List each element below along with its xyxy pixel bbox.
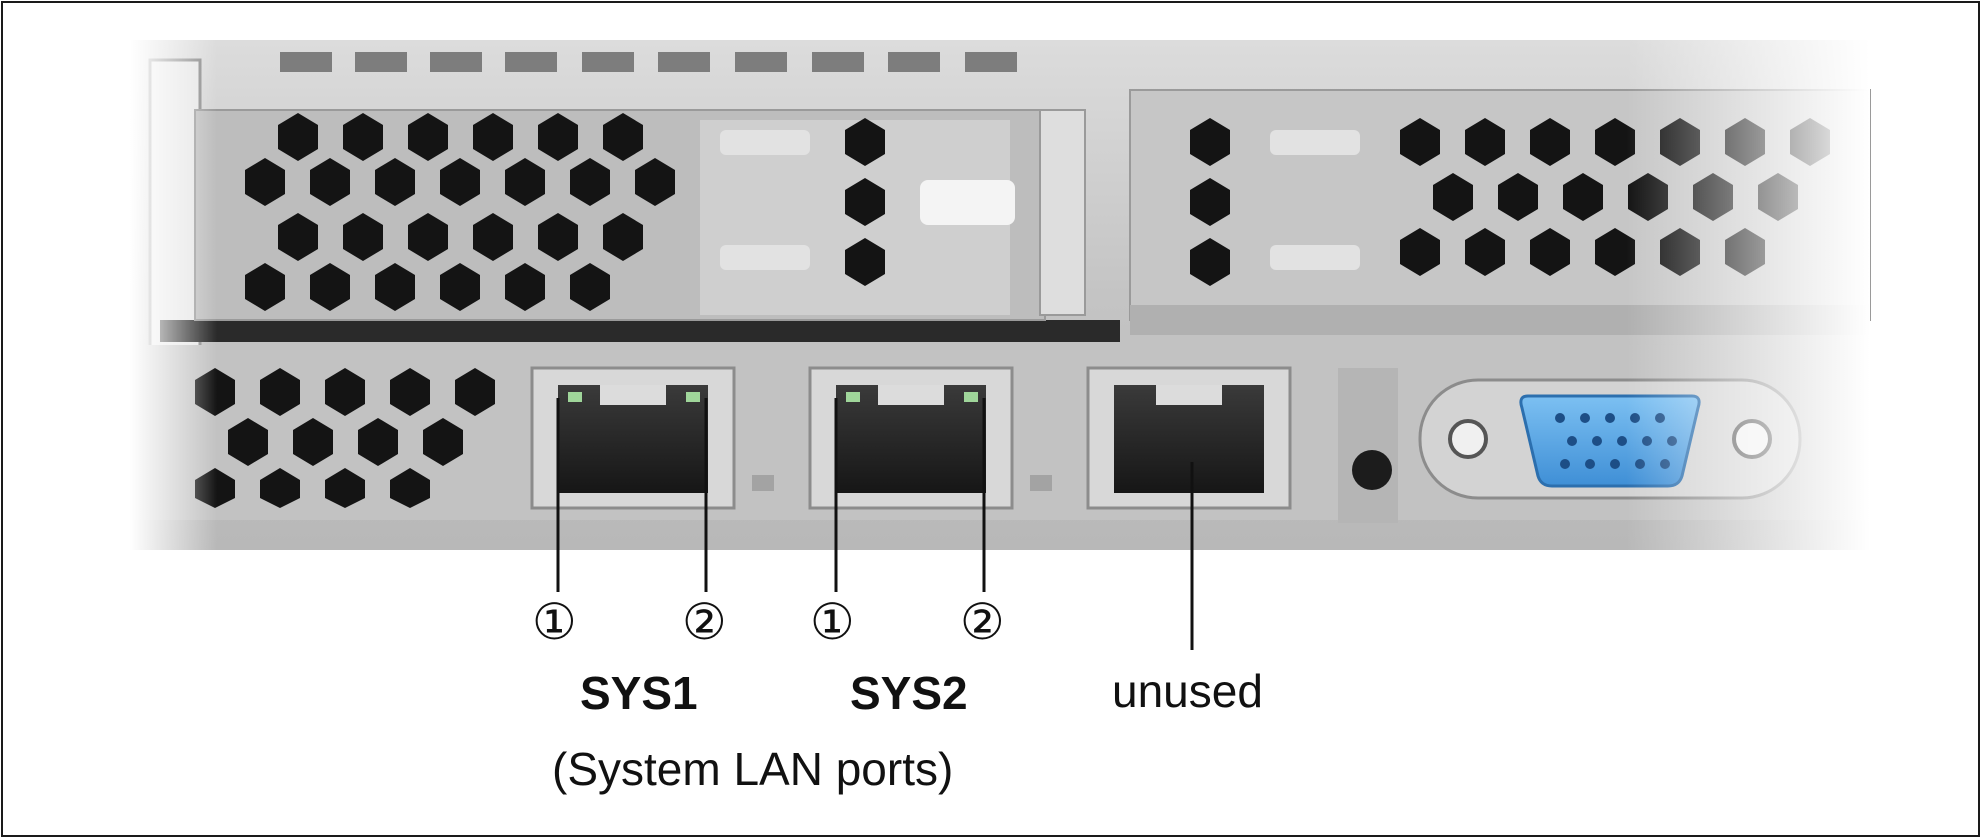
label-unused: unused <box>1112 665 1263 717</box>
callout-sys2-led2: ② <box>960 593 1005 651</box>
callout-sys2-led1: ① <box>810 593 855 651</box>
callout-sys1-led1: ① <box>532 593 577 651</box>
label-sys1: SYS1 <box>580 667 698 719</box>
callout-sys1-led2: ② <box>682 593 727 651</box>
label-sys2: SYS2 <box>850 667 968 719</box>
label-system-lan-ports: (System LAN ports) <box>552 743 954 795</box>
callout-leaders <box>556 398 1194 650</box>
